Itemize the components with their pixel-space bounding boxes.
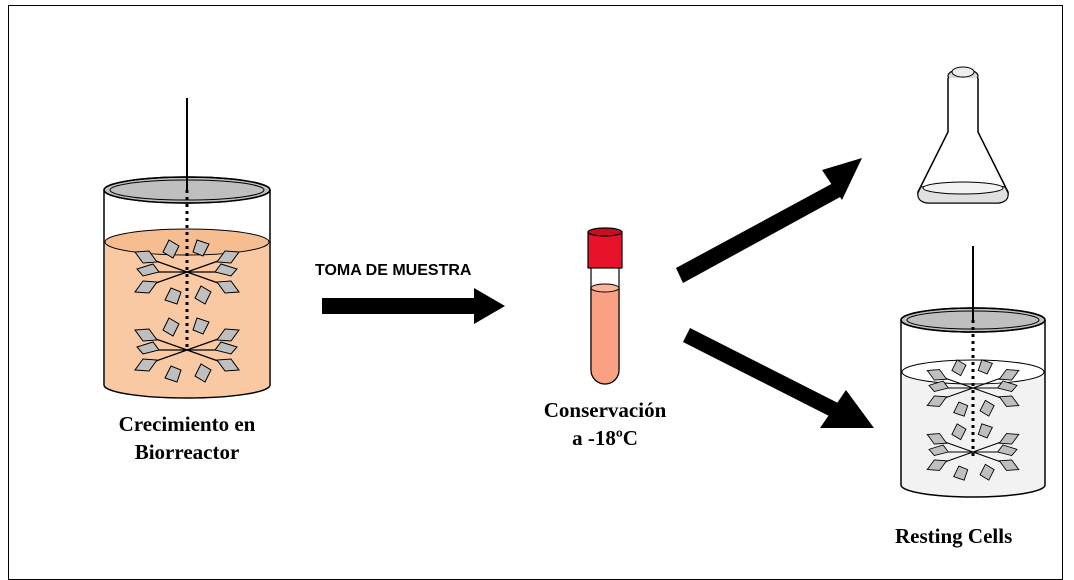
resting-arrow bbox=[683, 328, 874, 428]
bioreactor-growth-icon bbox=[103, 98, 271, 399]
storage-label-line1: Conservación bbox=[543, 398, 667, 422]
sampling-label: TOMA DE MUESTRA bbox=[315, 262, 472, 279]
storage-label-line2: a -18ºC bbox=[572, 426, 638, 450]
storage-label: Conservación a -18ºC bbox=[510, 396, 700, 452]
bioreactor-resting-icon bbox=[900, 246, 1046, 498]
bioreactor-label-line1: Crecimiento en bbox=[118, 412, 256, 436]
sampling-arrow bbox=[322, 288, 505, 324]
flask-arrow bbox=[676, 158, 862, 283]
test-tube-icon bbox=[587, 227, 623, 385]
erlenmeyer-flask-icon bbox=[917, 66, 1009, 204]
resting-label: Resting Cells bbox=[895, 524, 1013, 548]
bioreactor-label: Crecimiento en Biorreactor bbox=[72, 410, 302, 466]
bioreactor-label-line2: Biorreactor bbox=[134, 440, 240, 464]
